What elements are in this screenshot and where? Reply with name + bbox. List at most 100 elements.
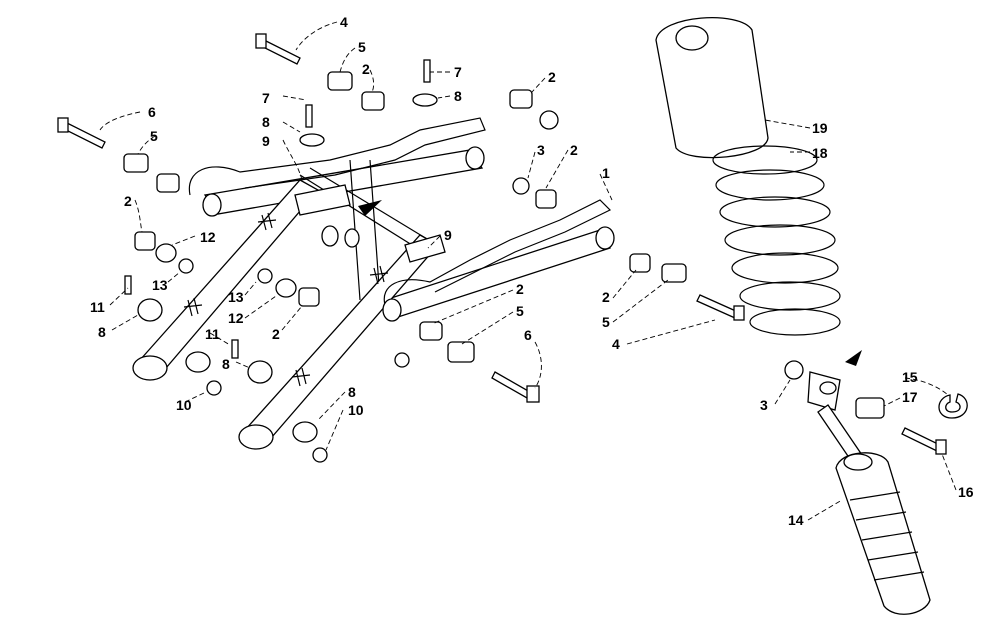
bushing-2-right-mid	[535, 189, 557, 209]
callout-label: 8	[98, 324, 106, 340]
right-arm-eye	[238, 424, 274, 450]
hardware-parts	[57, 33, 947, 463]
spacer-5-right	[661, 263, 687, 283]
callout-label: 19	[812, 120, 828, 136]
spacer-5-top	[327, 71, 353, 91]
front-bent-rod	[383, 199, 612, 306]
callout-label: 12	[228, 310, 244, 326]
screw-11-middle	[231, 339, 239, 359]
tube-end-rear-right	[465, 146, 485, 170]
screw-11-left	[124, 275, 132, 295]
callout-label: 14	[788, 512, 804, 528]
washer-12-middle	[275, 278, 297, 298]
nut-3-shock	[784, 360, 804, 380]
callout-label: 1	[602, 165, 610, 181]
shock-body	[835, 452, 931, 615]
callout-label: 2	[362, 61, 370, 77]
callout-label: 6	[524, 327, 532, 343]
shock-boot-top-opening	[675, 25, 709, 51]
shock-bolt	[901, 427, 941, 452]
bracket-right	[404, 234, 446, 263]
spacer-17	[855, 397, 885, 419]
nut-13-middle	[257, 268, 273, 284]
shock-body-rings	[849, 491, 925, 581]
shock-eye-hole	[819, 381, 837, 395]
bracket-left	[294, 184, 351, 216]
callout-label: 2	[602, 289, 610, 305]
callout-label: 4	[612, 336, 620, 352]
callout-label: 2	[272, 326, 280, 342]
callout-label: 9	[444, 227, 452, 243]
bolt-front-bottom	[491, 371, 531, 399]
spacer-5-left	[123, 153, 149, 173]
nut-3-top-right	[539, 110, 559, 130]
washer-8-mid-right	[247, 360, 273, 384]
decal-marks	[183, 212, 389, 387]
bolt-head-top-left	[255, 33, 267, 49]
callout-label: 16	[958, 484, 974, 500]
nut-13-left	[178, 258, 194, 274]
callout-label: 2	[124, 193, 132, 209]
callout-label: 4	[340, 14, 348, 30]
washer-12-left	[155, 243, 177, 263]
shock-spring	[712, 145, 841, 336]
callout-labels: 4 5 2 7 8 7 8 9 6 5 2 12 13 11 8 11 8 10…	[90, 14, 974, 528]
callout-label: 8	[222, 356, 230, 372]
screw-7-top	[423, 59, 431, 83]
washer-8-bottom	[292, 421, 318, 443]
callout-label: 15	[902, 369, 918, 385]
bolt-head-right-tube	[733, 305, 745, 321]
bushing-2-right-top	[509, 89, 533, 109]
callout-label: 18	[812, 145, 828, 161]
bolt-head-front-bottom	[526, 385, 540, 403]
callout-label: 11	[90, 299, 105, 315]
bolt-head-far-left	[57, 117, 69, 133]
washer-8-top	[412, 93, 438, 107]
callout-label: 13	[228, 289, 244, 305]
shock-body-top	[843, 453, 873, 471]
leader-lines	[99, 21, 957, 521]
callout-label: 3	[537, 142, 545, 158]
left-arm-eye	[132, 355, 168, 381]
callout-label: 5	[150, 128, 158, 144]
shock-boot	[655, 17, 769, 159]
washer-8-lower-left	[137, 298, 163, 322]
washer-8-left	[299, 133, 325, 147]
washer-8-middle	[185, 351, 211, 373]
callout-label: 2	[570, 142, 578, 158]
bushing-2-right-low	[629, 253, 651, 273]
shock-absorber-assembly	[655, 17, 968, 615]
tube-end-rear-left	[202, 193, 222, 217]
bracket-hole-a	[321, 225, 339, 247]
callout-label: 17	[902, 389, 918, 405]
callout-label: 10	[176, 397, 192, 413]
callout-label: 2	[548, 69, 556, 85]
screw-7-left	[305, 104, 313, 128]
direction-arrow-right	[845, 350, 862, 366]
bushing-2-top	[361, 91, 385, 111]
bushing-2-lower-left	[134, 231, 156, 251]
direction-arrow-left	[358, 200, 382, 216]
callout-label: 7	[262, 90, 270, 106]
callout-label: 8	[454, 88, 462, 104]
circlip	[938, 393, 968, 419]
bracket-hole-b	[344, 228, 360, 248]
callout-label: 9	[262, 133, 270, 149]
callout-label: 8	[262, 114, 270, 130]
tube-end-front-left	[382, 298, 402, 322]
callout-label: 12	[200, 229, 216, 245]
rear-bent-rod	[188, 117, 486, 196]
spacer-5-front	[447, 341, 475, 363]
callout-label: 8	[348, 384, 356, 400]
bolt-right-tube	[696, 294, 739, 319]
bushing-2-front	[419, 321, 443, 341]
callout-label: 13	[152, 277, 168, 293]
callout-label: 11	[205, 326, 220, 342]
suspension-arm-assembly	[132, 117, 862, 450]
callout-label: 5	[358, 39, 366, 55]
shock-bolt-head	[935, 439, 947, 455]
callout-label: 6	[148, 104, 156, 120]
callout-label: 5	[516, 303, 524, 319]
callout-label: 5	[602, 314, 610, 330]
